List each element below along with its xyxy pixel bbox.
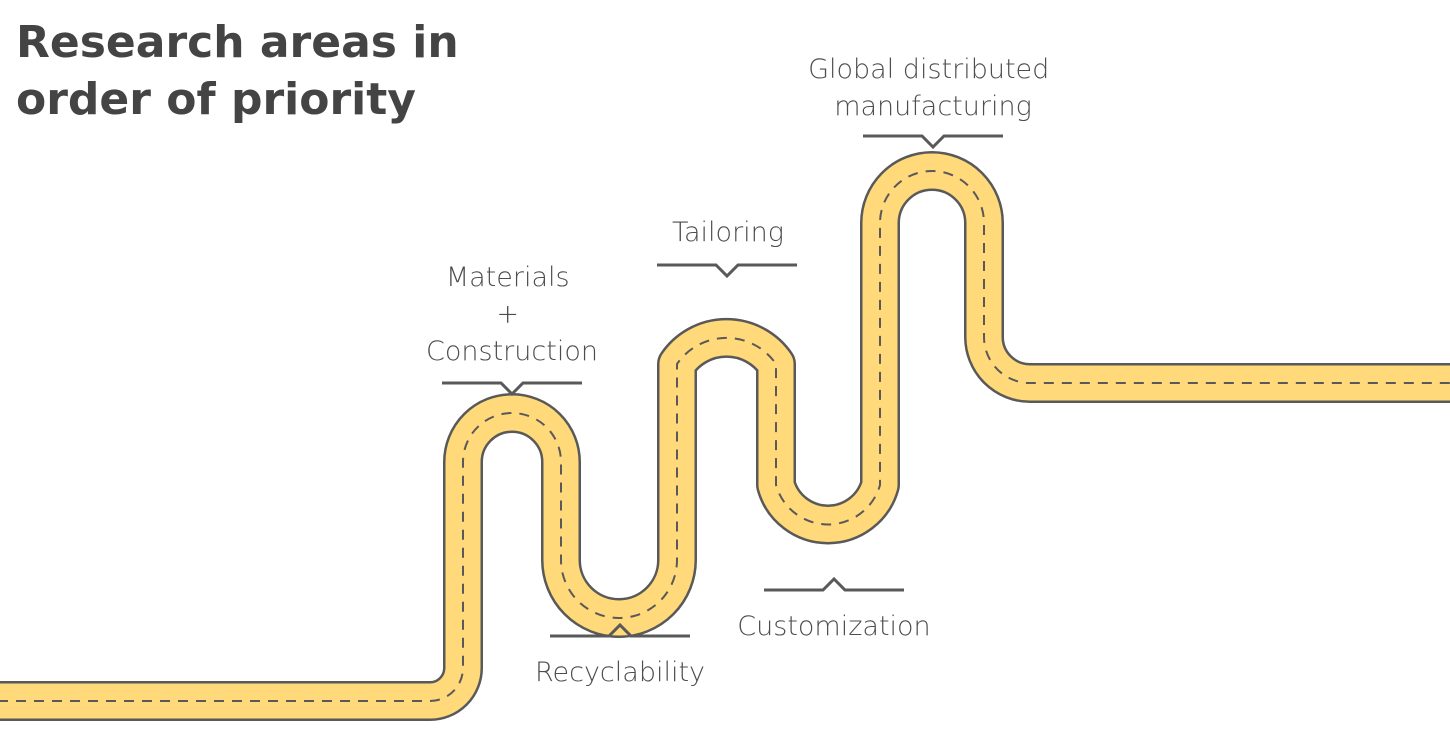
label-recyclability: Recyclability xyxy=(535,657,705,688)
callouts xyxy=(442,134,1003,638)
callout-materials xyxy=(442,381,582,397)
title-line-1: Research areas in xyxy=(16,17,459,68)
callout-global xyxy=(863,134,1003,150)
label-global: Global distributed manufacturing xyxy=(808,54,1058,122)
title-line-2: order of priority xyxy=(16,74,416,125)
page-title: Research areas in order of priority xyxy=(16,14,459,128)
label-materials: Materials + Construction xyxy=(426,262,598,367)
callout-recyclability xyxy=(550,622,690,638)
road-center-dash xyxy=(0,170,1450,702)
callout-customization xyxy=(764,576,904,592)
labels: Materials + Construction Recyclability T… xyxy=(426,54,1058,688)
road-fill xyxy=(0,171,1450,701)
callout-tailoring xyxy=(657,263,797,279)
road xyxy=(0,171,1450,701)
label-tailoring: Tailoring xyxy=(672,217,784,248)
label-customization: Customization xyxy=(737,611,930,642)
road-outline xyxy=(0,171,1450,701)
